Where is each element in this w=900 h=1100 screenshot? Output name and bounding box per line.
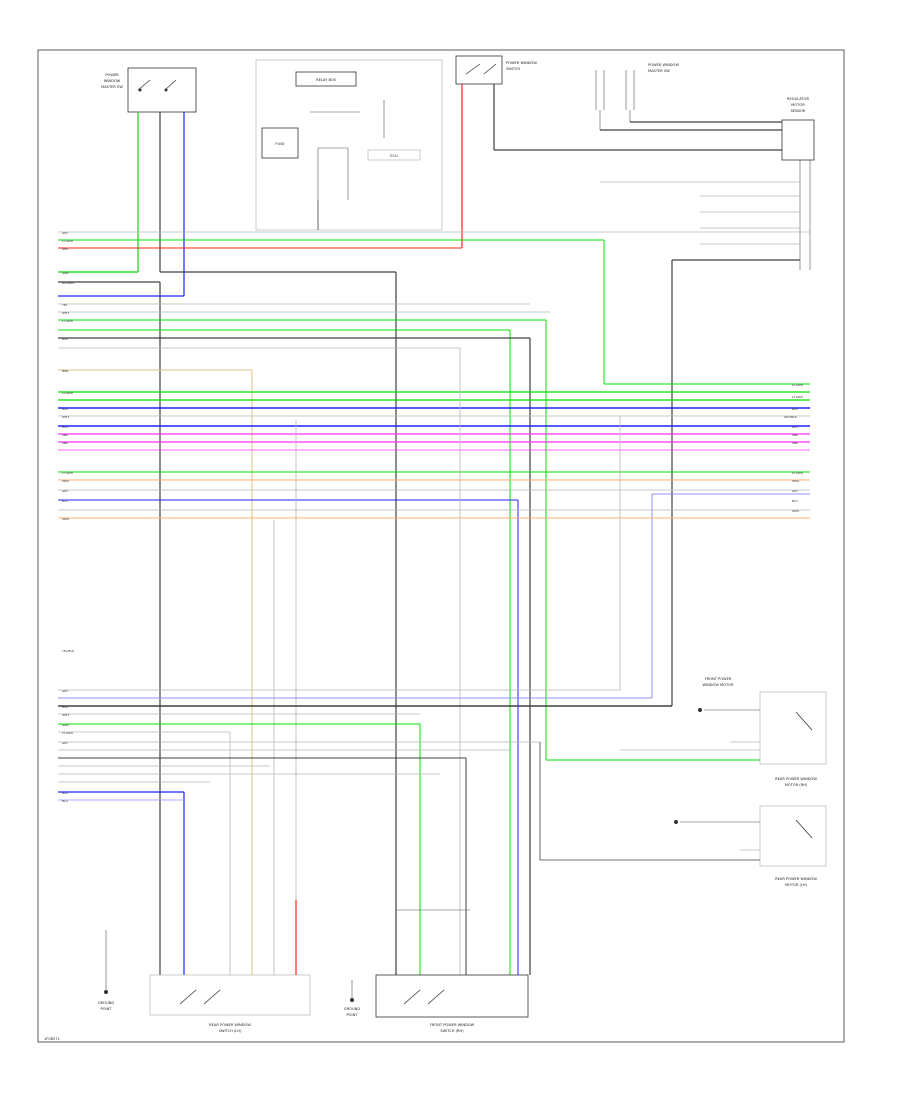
left-wire-label: BLU/BLK <box>62 281 76 285</box>
left-wire-label: BRN <box>62 369 68 373</box>
left-wire-label: BLU <box>62 791 68 795</box>
left-wire-label: BLK <box>62 337 69 341</box>
ground-left-label-2: POINT <box>101 1007 113 1011</box>
right-wire-label: ORN <box>792 479 799 483</box>
right-wire-label: BLU <box>792 499 798 503</box>
right-wire-label: LT GRN <box>792 383 803 387</box>
ecu-label: ECU <box>390 154 398 158</box>
rear-switch-left-label-1: REAR POWER WINDOW <box>209 1023 251 1027</box>
fuse-label: FUSE <box>275 142 285 146</box>
left-wire-label: BLU <box>62 407 68 411</box>
ground-left: GROUND POINT <box>98 930 114 1011</box>
left-wire-label: GRN <box>62 271 69 275</box>
top-right-switch-label-2: SWITCH <box>506 67 520 71</box>
rear-switch-center-label-2: SWITCH (RH) <box>440 1029 464 1033</box>
top-right-switch: POWER WINDOW SWITCH <box>455 55 537 85</box>
left-wire-label: BLU <box>62 499 68 503</box>
right-wire-label: LT GRN <box>792 471 803 475</box>
right-connector-label-2: MASTER SW <box>648 69 670 73</box>
right-motor-bottom-label-2: MOTOR (LH) <box>785 883 808 887</box>
right-upper-block <box>600 160 811 706</box>
right-master-label-3: SENSOR <box>791 109 806 113</box>
relay-box-label: RELAY BOX <box>316 78 336 82</box>
right-wire-label: PNK <box>792 441 799 445</box>
left-wire-label: GRN <box>62 723 69 727</box>
left-wire-label: ORN <box>62 479 69 483</box>
left-wire-label: LT GRN <box>62 319 73 323</box>
right-master-label-1: REGULATOR <box>787 97 809 101</box>
right-wire-label: GRY/BLK <box>784 415 798 419</box>
left-wire-label: GRY <box>62 489 68 493</box>
top-switch: POWER WINDOW MASTER SW <box>101 67 197 113</box>
right-motor-top-label-1: FRONT POWER <box>705 677 732 681</box>
right-wire-labels: LT GRN LT GRN BLU GRY/BLK BLU PNK PNK LT… <box>784 383 803 513</box>
ground-center-label-2: POINT <box>347 1013 359 1017</box>
right-master-label-2: MOTOR <box>791 103 805 107</box>
rear-switch-center-label-1: FRONT POWER WINDOW <box>430 1023 475 1027</box>
left-wire-label: PNK <box>62 441 69 445</box>
right-motor-bottom: REAR POWER WINDOW MOTOR (LH) <box>674 805 827 887</box>
top-switch-label-1: POWER <box>105 73 119 77</box>
left-wire-label: BLK <box>62 705 69 709</box>
ground-left-label-1: GROUND <box>98 1001 114 1005</box>
left-wire-label: YEL/BLK <box>62 649 75 653</box>
left-wire-label: RED <box>62 247 69 251</box>
right-motor-top-label-2: WINDOW MOTOR <box>702 683 734 687</box>
right-wire-label: BLU <box>792 425 798 429</box>
right-motor-mid-label-1: REAR POWER WINDOW <box>775 777 817 781</box>
top-switch-label-3: MASTER SW <box>101 85 123 89</box>
left-wire-label: WHT <box>62 713 69 717</box>
left-wire-label: LT GRN <box>62 731 73 735</box>
ground-center-label-1: GROUND <box>344 1007 360 1011</box>
left-wire-label: WHT <box>62 311 69 315</box>
left-wire-label: YEL <box>62 303 68 307</box>
left-wire-label: BLU <box>62 799 68 803</box>
rear-switch-center: FRONT POWER WINDOW SWITCH (RH) <box>375 909 529 1033</box>
right-motor-top: FRONT POWER WINDOW MOTOR REAR POWER WIND… <box>698 677 827 787</box>
right-wire-label: LT GRN <box>792 395 803 399</box>
left-wire-label: PNK <box>62 433 69 437</box>
rear-switch-left-label-2: SWITCH (LH) <box>219 1029 242 1033</box>
left-wire-labels: GRY LT GRN GRN BLU/BLK YEL WHT LT GRN BL… <box>62 231 76 803</box>
right-motor-mid-label-2: MOTOR (RH) <box>785 783 808 787</box>
diagram-border <box>37 49 845 1043</box>
left-wire-label: GRY <box>62 741 68 745</box>
left-wire-label: LT GRN <box>62 391 73 395</box>
right-wire-label: PNK <box>792 433 799 437</box>
left-wire-label: GRY <box>62 689 68 693</box>
left-wire-label: GRY <box>62 231 68 235</box>
right-wire-label: GRY <box>792 489 798 493</box>
ground-center: GROUND POINT <box>344 980 360 1017</box>
right-motor-bottom-label-1: REAR POWER WINDOW <box>775 877 817 881</box>
right-wire-label: ORN <box>792 509 799 513</box>
page-code: 1F0B271 <box>44 1037 60 1041</box>
rear-switch-left: REAR POWER WINDOW SWITCH (LH) <box>149 900 311 1033</box>
left-wire-label: LT GRN <box>62 239 73 243</box>
top-right-connectors: POWER WINDOW MASTER SW REGULATOR MOTOR S… <box>493 63 815 161</box>
right-connector-label-1: POWER WINDOW <box>648 63 679 67</box>
left-wire-label: LT GRN <box>62 471 73 475</box>
top-right-switch-label-1: POWER WINDOW <box>506 61 537 65</box>
right-wire-label: BLU <box>792 407 798 411</box>
left-wire-label: WHT <box>62 415 69 419</box>
left-wire-label: ORN <box>62 517 69 521</box>
left-wire-label: BLU <box>62 425 68 429</box>
relay-box: RELAY BOX FUSE ECU <box>255 59 443 231</box>
top-switch-label-2: WINDOW <box>104 79 121 83</box>
